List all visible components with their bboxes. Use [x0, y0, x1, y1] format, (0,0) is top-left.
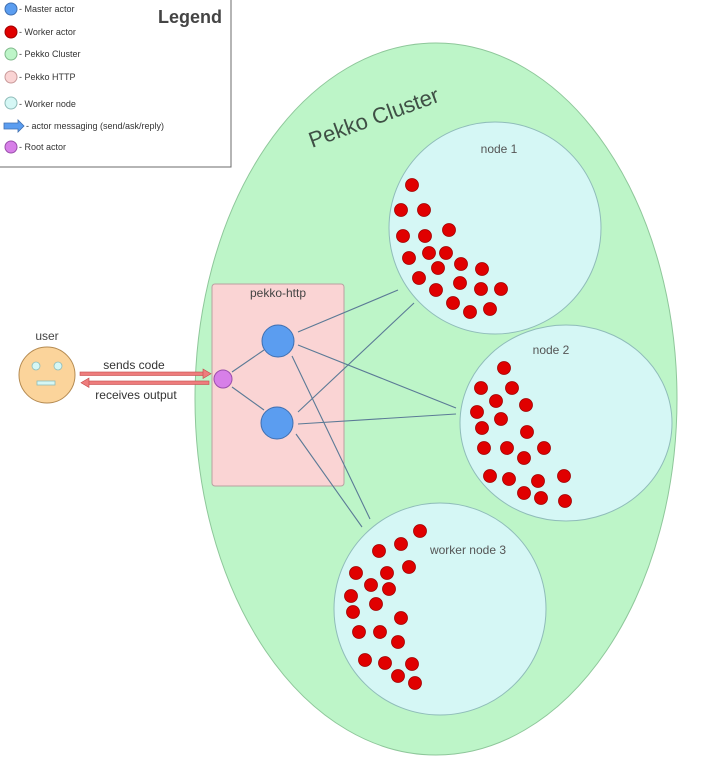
- legend-label-http: - Pekko HTTP: [19, 72, 76, 82]
- worker-node-1: [388, 121, 602, 335]
- worker-node-3: [333, 502, 547, 716]
- root-to-master1-line: [231, 349, 265, 373]
- user-label: user: [35, 329, 58, 343]
- node-3-workers: [344, 524, 427, 690]
- node-2-label: node 2: [533, 343, 570, 357]
- node-1-label: node 1: [481, 142, 518, 156]
- legend-label-messaging: - actor messaging (send/ask/reply): [26, 121, 164, 131]
- blue-circle-icon: [4, 2, 18, 16]
- worker-node-2: [459, 324, 673, 522]
- master1-to-node3-line: [291, 355, 371, 520]
- root-to-master2-line: [231, 386, 265, 411]
- node-3-label: worker node 3: [429, 543, 506, 557]
- master2-to-node1-line: [297, 302, 415, 413]
- legend-label-node: - Worker node: [19, 99, 76, 109]
- legend-label-cluster: - Pekko Cluster: [19, 49, 81, 59]
- legend-title: Legend: [158, 7, 222, 27]
- node-1-workers: [394, 178, 508, 319]
- pink-circle-icon: [4, 70, 18, 84]
- sends-code-arrow: [79, 368, 212, 380]
- node-2-workers: [470, 361, 572, 508]
- receives-output-arrow: [80, 377, 210, 389]
- red-circle-icon: [4, 25, 18, 39]
- legend-label-master: - Master actor: [19, 4, 75, 14]
- legend-label-root: - Root actor: [19, 142, 66, 152]
- receives-output-label: receives output: [95, 388, 177, 402]
- user-face-icon: [18, 346, 76, 404]
- master1-to-node1-line: [297, 289, 399, 333]
- legend-label-worker: - Worker actor: [19, 27, 76, 37]
- master-actor-2: [260, 406, 294, 440]
- master2-to-node3-line: [295, 433, 363, 528]
- legend-box: [0, 0, 232, 168]
- http-label: pekko-http: [250, 286, 306, 300]
- master2-to-node2-line: [297, 413, 457, 425]
- pekko-http-box: [211, 283, 345, 487]
- blue-arrow-icon: [3, 119, 25, 133]
- green-circle-icon: [4, 47, 18, 61]
- sends-code-label: sends code: [103, 358, 165, 372]
- legend: Legend - Master actor - Worker actor - P…: [0, 0, 232, 168]
- cyan-circle-icon: [4, 96, 18, 110]
- messaging-lines: [231, 289, 457, 528]
- master1-to-node2-line: [297, 344, 457, 409]
- purple-circle-icon: [4, 140, 18, 154]
- master-actor-1: [261, 324, 295, 358]
- root-actor: [213, 369, 233, 389]
